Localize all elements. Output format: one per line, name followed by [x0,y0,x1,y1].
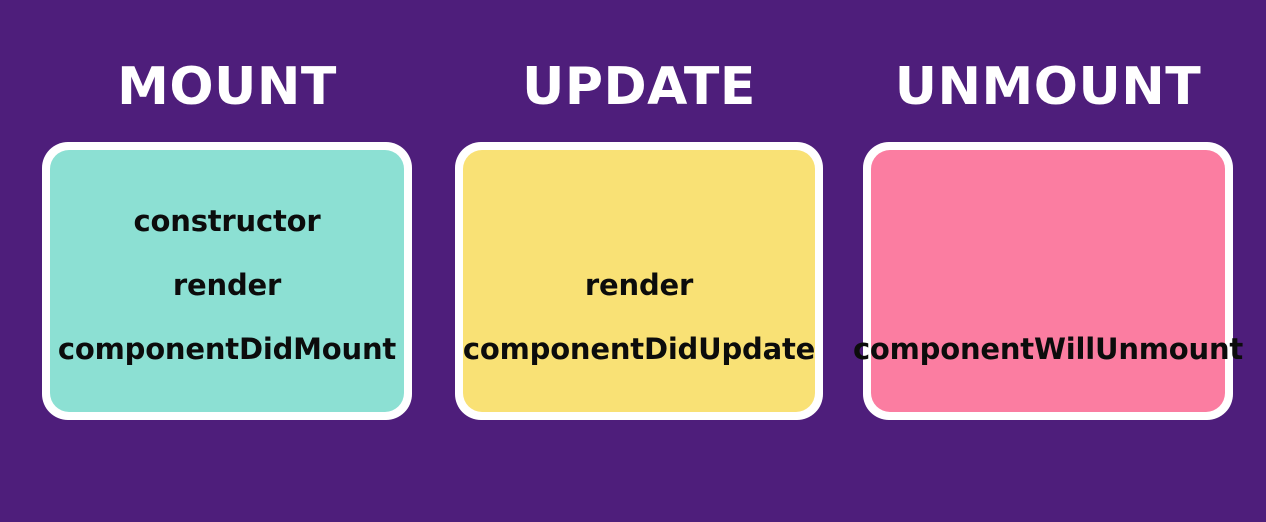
column-title-mount: MOUNT [117,57,337,117]
lifecycle-method-item: render [584,268,694,302]
lifecycle-card-body-update: render componentDidUpdate [463,150,815,412]
column-title-update: UPDATE [522,57,756,117]
lifecycle-column-mount: MOUNT constructor render componentDidMou… [36,0,418,522]
lifecycle-column-update: UPDATE render componentDidUpdate [449,0,829,522]
lifecycle-card-unmount: componentWillUnmount [853,142,1243,420]
lifecycle-card-update: render componentDidUpdate [455,142,823,420]
lifecycle-method-list-unmount: componentWillUnmount [853,334,1243,364]
lifecycle-method-item: componentDidUpdate [462,332,816,366]
lifecycle-method-item: constructor [133,204,321,238]
lifecycle-card-mount: constructor render componentDidMount [42,142,412,420]
lifecycle-card-body-mount: constructor render componentDidMount [50,150,404,412]
lifecycle-method-list-update: render componentDidUpdate [463,270,815,364]
lifecycle-column-unmount: UNMOUNT componentWillUnmount [853,0,1243,522]
column-title-unmount: UNMOUNT [894,57,1202,117]
lifecycle-method-item: componentWillUnmount [852,332,1244,366]
lifecycle-method-item: componentDidMount [57,332,397,366]
lifecycle-card-body-unmount: componentWillUnmount [853,150,1243,412]
lifecycle-method-item: render [172,268,282,302]
lifecycle-method-list-mount: constructor render componentDidMount [50,206,404,364]
